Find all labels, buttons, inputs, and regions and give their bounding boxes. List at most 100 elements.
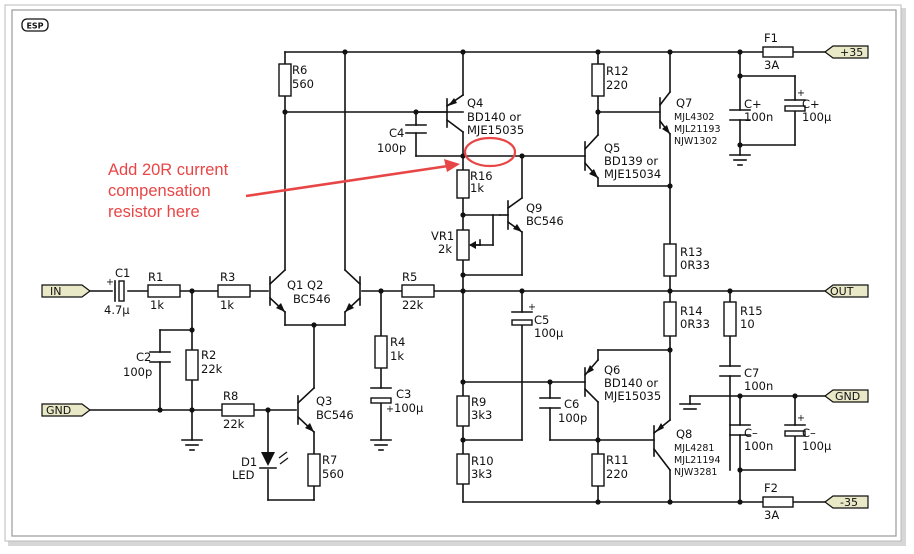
label-f2-ref: F2 bbox=[764, 481, 778, 495]
label-cneg-a-ref: C– bbox=[744, 426, 758, 440]
label-f2-value: 3A bbox=[764, 508, 779, 522]
resistor-r5 bbox=[401, 284, 435, 298]
port-neg-supply-label: -35 bbox=[840, 496, 858, 509]
label-r6-value: 560 bbox=[292, 77, 314, 91]
svg-text:+: + bbox=[528, 302, 536, 313]
label-q7-value3: NJW1302 bbox=[674, 136, 717, 147]
resistor-r16 bbox=[456, 169, 470, 199]
label-q4-ref: Q4 bbox=[467, 96, 483, 110]
label-q7-value2: MJL21193 bbox=[674, 124, 721, 135]
label-cpos-a-ref: C+ bbox=[744, 97, 762, 111]
resistor-r4 bbox=[374, 335, 388, 369]
resistor-r1 bbox=[147, 284, 181, 298]
label-r13-value: 0R33 bbox=[680, 258, 710, 272]
esp-logo: ESP bbox=[21, 18, 49, 32]
label-r8-ref: R8 bbox=[223, 389, 238, 403]
resistor-r8 bbox=[221, 403, 255, 417]
resistor-r6 bbox=[278, 63, 292, 97]
resistor-r11 bbox=[591, 453, 605, 487]
label-r9-ref: R9 bbox=[471, 395, 486, 409]
label-q5-value: BD139 or bbox=[604, 154, 658, 168]
label-r16-ref: R16 bbox=[470, 169, 493, 183]
label-r16-value: 1k bbox=[470, 181, 484, 195]
label-r12-value: 220 bbox=[606, 78, 628, 92]
label-r11-ref: R11 bbox=[606, 453, 629, 467]
resistors bbox=[147, 46, 794, 508]
label-r14-value: 0R33 bbox=[680, 317, 710, 331]
label-c1-ref: C1 bbox=[115, 266, 130, 280]
label-d1-value: LED bbox=[232, 468, 255, 482]
label-r2-value: 22k bbox=[201, 362, 223, 376]
label-q4-value: BD140 or bbox=[467, 110, 521, 124]
label-q3-value: BC546 bbox=[316, 408, 354, 422]
junctions bbox=[157, 49, 798, 505]
label-r4-value: 1k bbox=[390, 349, 404, 363]
label-c7-ref: C7 bbox=[744, 366, 759, 380]
label-r1-value: 1k bbox=[150, 298, 164, 312]
label-r7-ref: R7 bbox=[322, 453, 337, 467]
label-c3-ref: C3 bbox=[396, 387, 411, 401]
port-out-label: OUT bbox=[830, 285, 854, 298]
label-r14-ref: R14 bbox=[680, 304, 703, 318]
label-q5-ref: Q5 bbox=[604, 141, 620, 155]
label-q1q2-value: BC546 bbox=[293, 292, 331, 306]
label-c3-value: 100µ bbox=[394, 401, 424, 415]
label-cpos-b-ref: C+ bbox=[802, 97, 820, 111]
component-labels: C1 4.7µ R1 1k R3 1k C2 100p R2 22k R8 22… bbox=[104, 31, 832, 522]
label-vr1-ref: VR1 bbox=[431, 229, 454, 243]
label-r5-ref: R5 bbox=[402, 270, 417, 284]
label-c3-plus: + bbox=[386, 404, 394, 415]
label-c4-value: 100p bbox=[377, 141, 406, 155]
fuse-f2 bbox=[762, 496, 794, 508]
label-cneg-b-ref: C– bbox=[802, 426, 816, 440]
label-q3-ref: Q3 bbox=[316, 394, 332, 408]
logo-text: ESP bbox=[26, 22, 43, 31]
label-q6-value: BD140 or bbox=[604, 376, 658, 390]
port-out: OUT bbox=[824, 284, 869, 298]
resistor-r7 bbox=[307, 453, 321, 487]
transistors bbox=[268, 90, 672, 472]
resistor-r13 bbox=[663, 243, 677, 277]
wiring bbox=[89, 51, 826, 503]
label-q9-ref: Q9 bbox=[526, 201, 542, 215]
label-r10-value: 3k3 bbox=[471, 467, 492, 481]
label-r2-ref: R2 bbox=[201, 348, 216, 362]
label-r1-ref: R1 bbox=[148, 270, 163, 284]
label-c5-ref: C5 bbox=[534, 313, 549, 327]
label-d1-ref: D1 bbox=[241, 455, 257, 469]
label-q8-value3: NJW3281 bbox=[674, 467, 717, 478]
annotation-arrow-head bbox=[444, 159, 460, 172]
resistor-r9 bbox=[456, 395, 470, 427]
label-r10-ref: R10 bbox=[471, 454, 494, 468]
port-in-label: IN bbox=[50, 285, 61, 298]
label-q6-ref: Q6 bbox=[604, 363, 620, 377]
label-vr1-value: 2k bbox=[438, 242, 452, 256]
label-c7-value: 100n bbox=[744, 379, 773, 393]
label-c2-ref: C2 bbox=[136, 350, 151, 364]
label-c6-value: 100p bbox=[558, 411, 587, 425]
label-cneg-a-value: 100n bbox=[744, 439, 773, 453]
label-cpos-a-value: 100n bbox=[744, 110, 773, 124]
annotation-circle bbox=[463, 136, 517, 168]
transistor-q7 bbox=[658, 90, 672, 136]
label-r6-ref: R6 bbox=[292, 63, 307, 77]
label-q7-value: MJL4302 bbox=[674, 112, 714, 123]
ground-symbols bbox=[181, 154, 751, 451]
port-tags: IN GND OUT GND +35 -35 bbox=[41, 45, 869, 509]
label-cpos-b-value: 100µ bbox=[802, 110, 832, 124]
port-gnd-left: GND bbox=[41, 403, 91, 417]
annotation-line-3: resistor here bbox=[108, 203, 200, 221]
resistor-r2 bbox=[185, 349, 199, 381]
fuse-f1 bbox=[762, 46, 794, 58]
label-q8-value: MJL4281 bbox=[674, 443, 714, 454]
led-d1 bbox=[259, 451, 289, 469]
transistor-q2 bbox=[343, 268, 362, 314]
port-gnd-left-label: GND bbox=[46, 404, 71, 417]
label-r3-ref: R3 bbox=[220, 270, 235, 284]
annotation: Add 20R current compensation resistor he… bbox=[108, 136, 517, 221]
resistor-r15 bbox=[723, 301, 737, 337]
transistor-q5 bbox=[583, 133, 600, 180]
label-r13-ref: R13 bbox=[680, 245, 703, 259]
